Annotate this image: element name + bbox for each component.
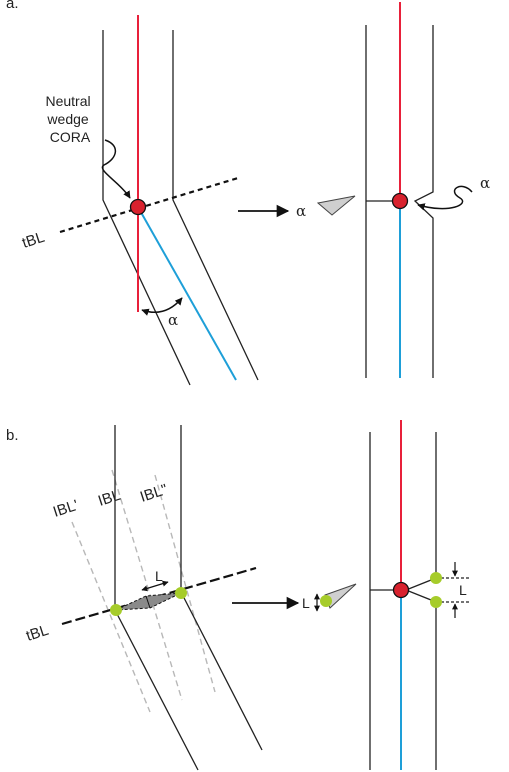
right-angle-label: α [480, 174, 490, 192]
right-length-label: L [459, 582, 467, 598]
distal-axis-line [137, 206, 237, 381]
panel-b-corrected-bone [369, 432, 470, 770]
ibl-label: IBL [96, 487, 123, 510]
opening-wedge-icon [316, 195, 356, 216]
angle-label: α [168, 311, 178, 329]
panel-a-bone-outline [102, 30, 259, 386]
wedge-height-tick [145, 595, 151, 609]
ibl-double-guide [154, 474, 216, 693]
panel-a-label: a. [6, 0, 19, 12]
gap-point-bottom [430, 596, 442, 608]
translation-wedge [115, 592, 182, 611]
panel-b-bone-outline [114, 425, 263, 771]
ibl-prime-guide [71, 521, 151, 713]
panel-b-label: b. [6, 427, 19, 444]
corrected-cora-point [391, 192, 409, 210]
angle-arc [141, 297, 183, 316]
length-arrow [141, 580, 169, 592]
wedge-gap-callout-arrow [417, 185, 473, 211]
hinge-point-right [175, 587, 187, 599]
ibl-guide-lines [71, 469, 216, 713]
corrected-right-cortex [413, 25, 434, 378]
corrected-b-cora-point [392, 581, 410, 599]
gap-point-top [430, 572, 442, 584]
ibl-prime-label: IBL' [51, 497, 81, 521]
bone-right-cortex [172, 30, 259, 381]
panel-a: a. Neutral wedge CORA tBL α α [6, 0, 490, 386]
panel-b: b. L IBL' IBL IBL" tBL L [6, 420, 470, 771]
bone-left-cortex [102, 30, 191, 386]
tbl-line [59, 176, 239, 234]
length-label: L [155, 568, 163, 584]
cora-callout-text: Neutral wedge CORA [45, 93, 94, 145]
wedge-length-label: L [302, 595, 310, 611]
cora-callout-arrow [101, 139, 131, 199]
wedge-icon-point [320, 595, 332, 607]
wedge-angle-label: α [296, 202, 306, 220]
tbl-label-b: tBL [24, 622, 51, 645]
cora-point [129, 198, 147, 216]
hinge-point-left [110, 604, 122, 616]
bone-b-right-cortex [180, 425, 263, 751]
tbl-label: tBL [20, 229, 47, 252]
ibl-double-label: IBL" [138, 481, 170, 506]
